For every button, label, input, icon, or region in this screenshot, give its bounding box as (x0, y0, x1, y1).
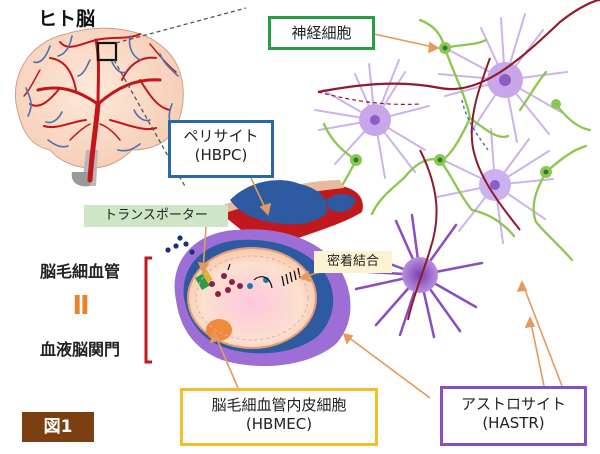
tight-junction-label: 密着結合 (314, 251, 392, 273)
astrocyte-label-line1: アストロサイト (460, 395, 566, 413)
capillary-cross-section (165, 180, 363, 367)
astrocyte-label-line2: (HASTR) (482, 413, 545, 432)
pericyte-label-line1: ペリサイト (183, 127, 259, 145)
zoom-box (96, 41, 118, 62)
neural-tissue (314, 0, 600, 339)
bracket (144, 256, 152, 364)
figure-number-badge: 図1 (22, 412, 94, 442)
astrocyte-label: アストロサイト (HASTR) (440, 386, 587, 446)
transporter-label: トランスポーター (84, 205, 228, 227)
endothelial-label-line2: (HBMEC) (245, 414, 313, 433)
blood-brain-barrier-label: 血液脳関門 (39, 340, 120, 359)
callout-arrows (197, 33, 563, 399)
endothelial-label-line1: 脳毛細血管内皮細胞 (211, 396, 347, 414)
brain-capillary-label: 脳毛細血管 (39, 262, 120, 281)
endothelial-label: 脳毛細血管内皮細胞 (HBMEC) (180, 388, 378, 446)
pericyte-label: ペリサイト (HBPC) (168, 120, 274, 178)
brain-title: ヒト脳 (38, 8, 96, 30)
neuron-label-text: 神経細胞 (291, 24, 352, 42)
pericyte-label-line2: (HBPC) (194, 145, 248, 164)
brain-illustration (14, 27, 184, 187)
neuron-label: 神経細胞 (268, 16, 375, 50)
equals-sign: II (72, 291, 89, 321)
